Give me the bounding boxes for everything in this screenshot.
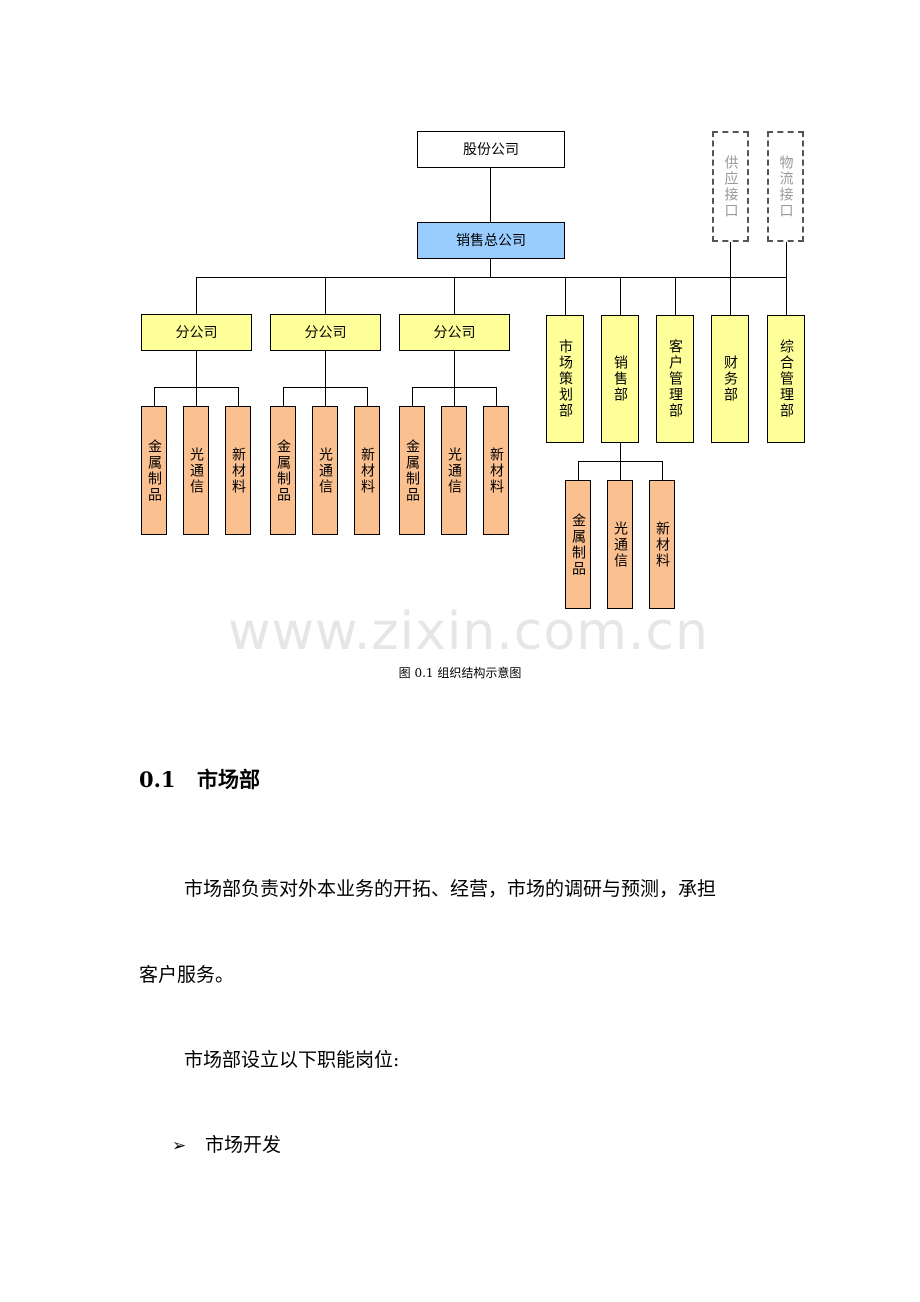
unit-box: 金属制品 bbox=[565, 480, 591, 609]
branch-company-box: 分公司 bbox=[141, 314, 252, 351]
branch-company-box: 分公司 bbox=[399, 314, 510, 351]
unit-box: 光通信 bbox=[607, 480, 633, 609]
unit-box: 金属制品 bbox=[141, 406, 167, 535]
interface-box: 物流接口 bbox=[767, 131, 804, 242]
root-company-box: 股份公司 bbox=[417, 131, 565, 168]
unit-label: 光通信 bbox=[446, 446, 462, 495]
connector-branch bbox=[325, 350, 326, 387]
department-label: 销售部 bbox=[612, 355, 628, 403]
connector-drop bbox=[662, 461, 663, 480]
connector-branch bbox=[620, 442, 621, 461]
department-label: 客户管理部 bbox=[667, 339, 683, 419]
connector-drop bbox=[496, 387, 497, 406]
department-label: 财务部 bbox=[722, 355, 738, 403]
unit-label: 金属制品 bbox=[275, 438, 291, 503]
connector-drop bbox=[454, 387, 455, 406]
department-box: 市场策划部 bbox=[546, 315, 584, 443]
list-item-text: 市场开发 bbox=[205, 1134, 282, 1156]
interface-label: 供应接口 bbox=[722, 154, 739, 219]
section-title: 市场部 bbox=[197, 767, 260, 792]
department-label: 市场策划部 bbox=[557, 339, 573, 419]
unit-label: 新材料 bbox=[359, 446, 375, 495]
connector-drop bbox=[325, 277, 326, 314]
unit-box: 光通信 bbox=[312, 406, 338, 535]
department-box: 财务部 bbox=[711, 315, 749, 443]
unit-label: 新材料 bbox=[488, 446, 504, 495]
department-box: 综合管理部 bbox=[767, 315, 805, 443]
department-box: 销售部 bbox=[601, 315, 639, 443]
connector-drop bbox=[283, 387, 284, 406]
unit-label: 光通信 bbox=[612, 520, 628, 569]
unit-label: 金属制品 bbox=[570, 512, 586, 577]
unit-label: 光通信 bbox=[317, 446, 333, 495]
connector-branch bbox=[454, 350, 455, 387]
org-chart: 股份公司 销售总公司 供应接口 物流接口 分公司 分公司 分公司 市场策划部 销… bbox=[0, 0, 920, 640]
sales-hq-box: 销售总公司 bbox=[417, 222, 565, 259]
connector-root-hq bbox=[490, 167, 491, 222]
unit-label: 新材料 bbox=[230, 446, 246, 495]
connector-drop bbox=[367, 387, 368, 406]
connector-drop bbox=[675, 277, 676, 315]
unit-box: 金属制品 bbox=[270, 406, 296, 535]
unit-box: 新材料 bbox=[483, 406, 509, 535]
unit-box: 新材料 bbox=[225, 406, 251, 535]
interface-label: 物流接口 bbox=[777, 154, 794, 219]
unit-box: 新材料 bbox=[649, 480, 675, 609]
connector-drop bbox=[412, 387, 413, 406]
section-heading: 0.1 市场部 bbox=[139, 764, 260, 794]
connector-drop bbox=[786, 242, 787, 315]
connector-drop bbox=[238, 387, 239, 406]
unit-box: 金属制品 bbox=[399, 406, 425, 535]
unit-label: 金属制品 bbox=[146, 438, 162, 503]
paragraph-line: 市场部负责对外本业务的开拓、经营，市场的调研与预测，承担 bbox=[184, 878, 717, 900]
connector-drop bbox=[620, 461, 621, 480]
watermark: www.zixin.com.cn bbox=[228, 602, 709, 662]
connector-branch bbox=[196, 350, 197, 387]
arrow-bullet-icon: ➢ bbox=[172, 1136, 187, 1156]
connector-hq-bus bbox=[490, 258, 491, 277]
connector-drop bbox=[730, 242, 731, 315]
connector-drop bbox=[578, 461, 579, 480]
unit-label: 金属制品 bbox=[404, 438, 420, 503]
paragraph-line: 市场部设立以下职能岗位: bbox=[184, 1049, 400, 1071]
unit-box: 光通信 bbox=[183, 406, 209, 535]
connector-drop bbox=[454, 277, 455, 314]
connector-drop bbox=[325, 387, 326, 406]
connector-drop bbox=[565, 277, 566, 315]
unit-label: 新材料 bbox=[654, 520, 670, 569]
department-label: 综合管理部 bbox=[778, 339, 794, 419]
connector-drop bbox=[154, 387, 155, 406]
unit-box: 新材料 bbox=[354, 406, 380, 535]
unit-box: 光通信 bbox=[441, 406, 467, 535]
department-box: 客户管理部 bbox=[656, 315, 694, 443]
connector-drop bbox=[196, 277, 197, 314]
list-item: ➢ 市场开发 bbox=[172, 1130, 281, 1157]
section-number: 0.1 bbox=[139, 767, 176, 792]
connector-drop bbox=[196, 387, 197, 406]
paragraph-line: 客户服务。 bbox=[139, 964, 235, 986]
unit-label: 光通信 bbox=[188, 446, 204, 495]
connector-main-bus bbox=[196, 277, 786, 278]
interface-box: 供应接口 bbox=[712, 131, 749, 242]
connector-drop bbox=[620, 277, 621, 315]
branch-company-box: 分公司 bbox=[270, 314, 381, 351]
figure-caption: 图 0.1 组织结构示意图 bbox=[398, 666, 522, 680]
